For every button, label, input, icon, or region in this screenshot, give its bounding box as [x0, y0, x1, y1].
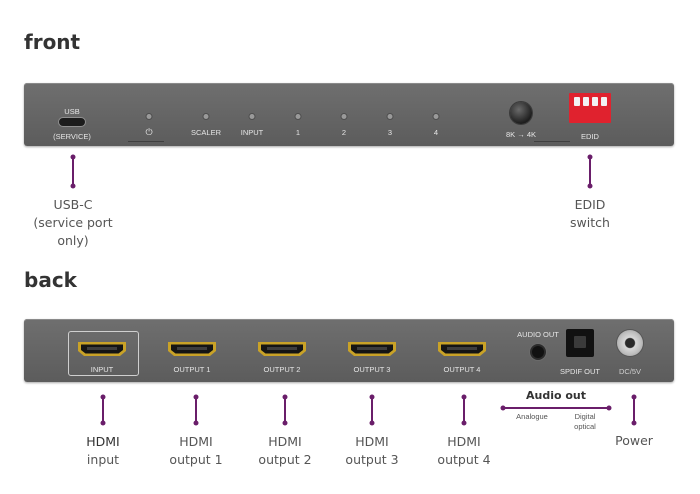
hdmi-output-2-port-icon [256, 340, 308, 358]
power-callout: Power [615, 433, 653, 448]
front-panel: USB (SERVICE) ⏻ SCALER INPUT 1 2 3 4 8K … [24, 83, 674, 146]
spdif-label: SPDIF OUT [559, 367, 601, 376]
out1-callout-line [195, 397, 197, 423]
back-heading: back [24, 268, 77, 292]
power-icon: ⏻ [145, 127, 153, 137]
front-heading: front [24, 30, 81, 54]
port-label-output-2: OUTPUT 2 [263, 365, 301, 374]
power-callout-line [633, 397, 635, 423]
hdmi-output-4-port-icon [436, 340, 488, 358]
input-led [249, 114, 255, 119]
input-callout-dot-bottom [100, 420, 106, 426]
edid-callout: EDID switch [570, 197, 610, 230]
out2-callout-dot-bottom [282, 420, 288, 426]
led-label-4: 4 [433, 128, 439, 137]
hdmi-output-1-port-icon [166, 340, 218, 358]
usb-callout-line [72, 157, 74, 186]
led-2 [341, 114, 347, 119]
led-label-1: 1 [295, 128, 301, 137]
knob-groove [534, 141, 570, 142]
scaler-label: SCALER [190, 128, 222, 137]
out3-callout-line [371, 397, 373, 423]
port-label-input: INPUT [90, 365, 114, 374]
power-groove [128, 141, 164, 142]
out1-callout-dot-bottom [193, 420, 199, 426]
edid-callout-dot-bottom [587, 183, 593, 189]
out3-callout-dot-bottom [369, 420, 375, 426]
out1-callout: HDMI output 1 [169, 434, 223, 467]
led-label-2: 2 [341, 128, 347, 137]
audio-digital-label: Digital optical [574, 412, 596, 431]
out4-callout-line [463, 397, 465, 423]
hdmi-input-port-icon [76, 340, 128, 358]
port-label-output-3: OUTPUT 3 [353, 365, 391, 374]
audio-out-label: AUDIO OUT [517, 330, 559, 339]
out2-callout: HDMI output 2 [258, 434, 312, 467]
out2-callout-line [284, 397, 286, 423]
dc-label: DC/5V [618, 367, 642, 376]
dc-power-jack [617, 330, 643, 356]
port-label-output-1: OUTPUT 1 [173, 365, 211, 374]
power-callout-dot-bottom [631, 420, 637, 426]
led-3 [387, 114, 393, 119]
scaler-led [203, 114, 209, 119]
input-label: INPUT [240, 128, 264, 137]
usb-callout: USB-C (service port only) [33, 197, 113, 248]
audio-analogue-label: Analogue [516, 412, 548, 421]
usb-label: USB [64, 107, 80, 116]
port-label-output-4: OUTPUT 4 [443, 365, 481, 374]
edid-label: EDID [581, 132, 599, 141]
power-led [146, 114, 152, 119]
analogue-audio-jack [532, 346, 544, 358]
input-port-frame [68, 331, 139, 376]
input-callout-line [102, 397, 104, 423]
edid-dip-switch[interactable] [569, 93, 611, 123]
input-callout: HDMI input [86, 434, 120, 467]
knob-label: 8K → 4K [505, 130, 537, 139]
out4-callout: HDMI output 4 [437, 434, 491, 467]
led-label-3: 3 [387, 128, 393, 137]
edid-callout-line [589, 157, 591, 186]
led-4 [433, 114, 439, 119]
audio-bracket-line [503, 407, 609, 409]
audio-out-title: Audio out [525, 389, 587, 402]
service-label: (SERVICE) [53, 132, 91, 141]
spdif-optical-port [566, 329, 594, 357]
back-panel: INPUT OUTPUT 1 OUTPUT 2 OUTPUT 3 OUTPUT … [24, 319, 674, 382]
usb-callout-dot-bottom [70, 183, 76, 189]
usb-c-port [58, 117, 86, 127]
led-1 [295, 114, 301, 119]
out3-callout: HDMI output 3 [345, 434, 399, 467]
hdmi-output-3-port-icon [346, 340, 398, 358]
audio-bracket-dot-right [606, 405, 612, 411]
scaler-knob[interactable] [510, 102, 532, 124]
out4-callout-dot-bottom [461, 420, 467, 426]
